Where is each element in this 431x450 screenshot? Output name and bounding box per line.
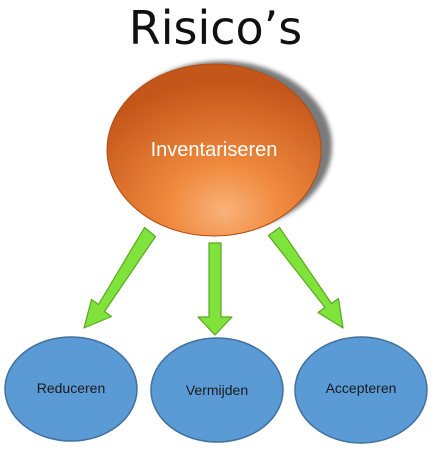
child-node-vermijden[interactable]: Vermijden <box>150 337 284 443</box>
center-node-shape <box>106 63 322 237</box>
diagram-title: Risico’s <box>128 1 303 55</box>
arrow-left-shape <box>83 226 157 329</box>
child-node-reduceren-label: Reduceren <box>37 380 106 396</box>
child-node-vermijden-label: Vermijden <box>186 382 248 398</box>
child-node-vermijden-shape <box>150 337 284 443</box>
child-node-reduceren[interactable]: Reduceren <box>4 336 138 442</box>
arrow-middle <box>197 242 233 336</box>
center-node-label: Inventariseren <box>151 139 278 161</box>
arrow-right <box>267 226 344 329</box>
arrow-left <box>83 226 157 329</box>
child-node-accepteren[interactable]: Accepteren <box>294 336 428 444</box>
child-node-accepteren-shape <box>294 336 428 444</box>
child-node-accepteren-label: Accepteren <box>326 380 397 396</box>
child-node-reduceren-shape <box>4 336 138 442</box>
arrow-right-shape <box>267 226 344 329</box>
center-node[interactable]: Inventariseren <box>106 63 322 237</box>
arrow-middle-shape <box>197 242 233 336</box>
